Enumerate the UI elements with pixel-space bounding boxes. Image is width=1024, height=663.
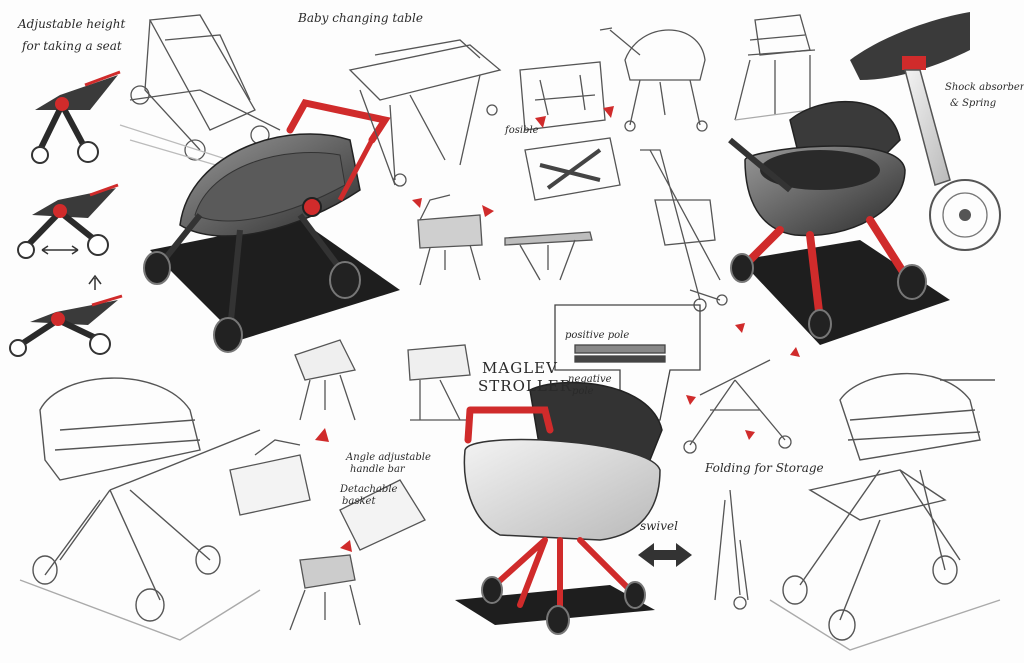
annotation-shock-absorber-line1: Shock absorber: [945, 82, 1024, 93]
annotation-positive-pole: positive pole: [565, 330, 630, 341]
red-leg-stroller-render: [728, 100, 950, 345]
annotation-negative-pole-line2: pole: [572, 386, 594, 397]
folding-frame-sketch: [683, 359, 792, 610]
annotation-detachable-line1: Detachable: [340, 484, 398, 495]
swivel-arrow-icon: [638, 543, 692, 567]
main-stroller-render: [143, 99, 400, 353]
annotation-foldable: fosible: [505, 125, 539, 136]
small-bassinet-sketches: [229, 339, 471, 631]
bassinet-on-legs-sketch: [599, 27, 708, 132]
adjustable-seat-sketch-1: [31, 70, 121, 164]
adjustable-seat-sketch-2: [17, 183, 119, 290]
annotation-swivel: swivel: [640, 519, 678, 533]
changing-table-sketch: [348, 39, 502, 187]
maglev-pole-diagram: [554, 304, 701, 421]
annotation-shock-absorber-line2: & Spring: [950, 98, 997, 109]
direction-arrows-mid: [315, 428, 352, 552]
annotation-adjustable-height-line2: for taking a seat: [22, 39, 122, 53]
shock-absorber-detail: [850, 12, 1001, 251]
large-stroller-line-sketch-right: [769, 372, 1001, 651]
annotation-negative-pole-line1: negative: [568, 374, 612, 385]
annotation-maglev-line1: MAGLEV: [482, 359, 558, 377]
annotation-baby-changing-table: Baby changing table: [298, 11, 423, 25]
annotation-adjustable-height-line1: Adjustable height: [18, 17, 126, 31]
maglev-stroller-render: [455, 381, 663, 635]
folded-frame-tall-sketch: [640, 149, 728, 312]
basket-sketches-center: [417, 61, 621, 286]
annotation-detachable-line2: basket: [342, 496, 376, 507]
annotation-folding-for-storage: Folding for Storage: [705, 461, 824, 475]
annotation-angle-handle-line1: Angle adjustable: [346, 452, 431, 463]
annotation-maglev-line2: STROLLER: [478, 377, 573, 395]
adjustable-seat-sketch-3: [9, 294, 123, 357]
large-stroller-line-sketch-left: [19, 377, 261, 641]
folding-arrows: [686, 323, 800, 440]
annotation-angle-handle-line2: handle bar: [350, 464, 405, 475]
seat-frame-sketch: [734, 14, 816, 121]
